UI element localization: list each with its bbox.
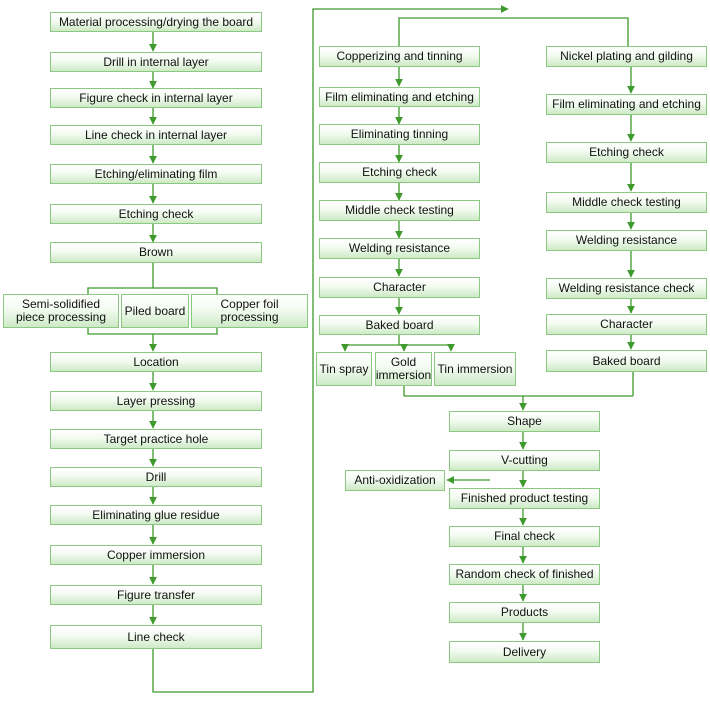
step-etching-check-b: Etching check — [546, 142, 707, 163]
step-character-b: Character — [546, 314, 707, 335]
connector — [87, 328, 218, 335]
step-figure-transfer: Figure transfer — [50, 585, 262, 605]
step-copper-immersion: Copper immersion — [50, 545, 262, 565]
step-etching-eliminating-film: Etching/eliminating film — [50, 164, 262, 184]
step-drill-internal-layer: Drill in internal layer — [50, 52, 262, 72]
step-tin-spray: Tin spray — [316, 352, 372, 386]
step-delivery: Delivery — [449, 641, 600, 663]
step-welding-resistance-a: Welding resistance — [319, 238, 480, 259]
step-target-practice-hole: Target practice hole — [50, 429, 262, 449]
step-copper-foil-processing: Copper foil processing — [191, 294, 308, 328]
step-random-check-finished: Random check of finished — [449, 564, 600, 585]
step-final-check: Final check — [449, 526, 600, 547]
step-brown: Brown — [50, 242, 262, 263]
step-baked-board-a: Baked board — [319, 315, 480, 335]
step-eliminating-tinning: Eliminating tinning — [319, 124, 480, 145]
step-material-processing: Material processing/drying the board — [50, 12, 262, 32]
step-products: Products — [449, 602, 600, 623]
step-middle-check-testing-b: Middle check testing — [546, 192, 707, 213]
step-welding-resistance-b: Welding resistance — [546, 230, 707, 251]
step-semi-solidified: Semi-solidified piece processing — [3, 294, 119, 328]
step-layer-pressing: Layer pressing — [50, 391, 262, 411]
connector — [152, 5, 509, 693]
step-tin-immersion: Tin immersion — [434, 352, 516, 386]
step-welding-resistance-check: Welding resistance check — [546, 278, 707, 299]
step-line-check: Line check — [50, 625, 262, 649]
step-piled-board: Piled board — [121, 294, 189, 328]
step-etching-check: Etching check — [50, 204, 262, 224]
step-anti-oxidization: Anti-oxidization — [345, 470, 445, 491]
connector — [87, 263, 154, 294]
step-location: Location — [50, 352, 262, 372]
step-nickel-plating-gilding: Nickel plating and gilding — [546, 46, 707, 67]
step-shape: Shape — [449, 411, 600, 432]
step-baked-board-b: Baked board — [546, 350, 707, 372]
step-copperizing-tinning: Copperizing and tinning — [319, 46, 480, 67]
step-etching-check-a: Etching check — [319, 162, 480, 183]
connector — [398, 17, 629, 46]
step-character-a: Character — [319, 277, 480, 298]
step-gold-immersion: Gold immersion — [375, 352, 432, 386]
step-drill: Drill — [50, 467, 262, 487]
step-eliminating-glue-residue: Eliminating glue residue — [50, 505, 262, 525]
step-film-eliminating-etching-a: Film eliminating and etching — [319, 87, 480, 107]
step-line-check-internal: Line check in internal layer — [50, 125, 262, 145]
step-v-cutting: V-cutting — [449, 450, 600, 471]
step-figure-check-internal: Figure check in internal layer — [50, 88, 262, 108]
step-finished-product-testing: Finished product testing — [449, 488, 600, 509]
connector — [153, 287, 218, 294]
step-middle-check-testing-a: Middle check testing — [319, 200, 480, 221]
step-film-eliminating-etching-b: Film eliminating and etching — [546, 94, 707, 115]
